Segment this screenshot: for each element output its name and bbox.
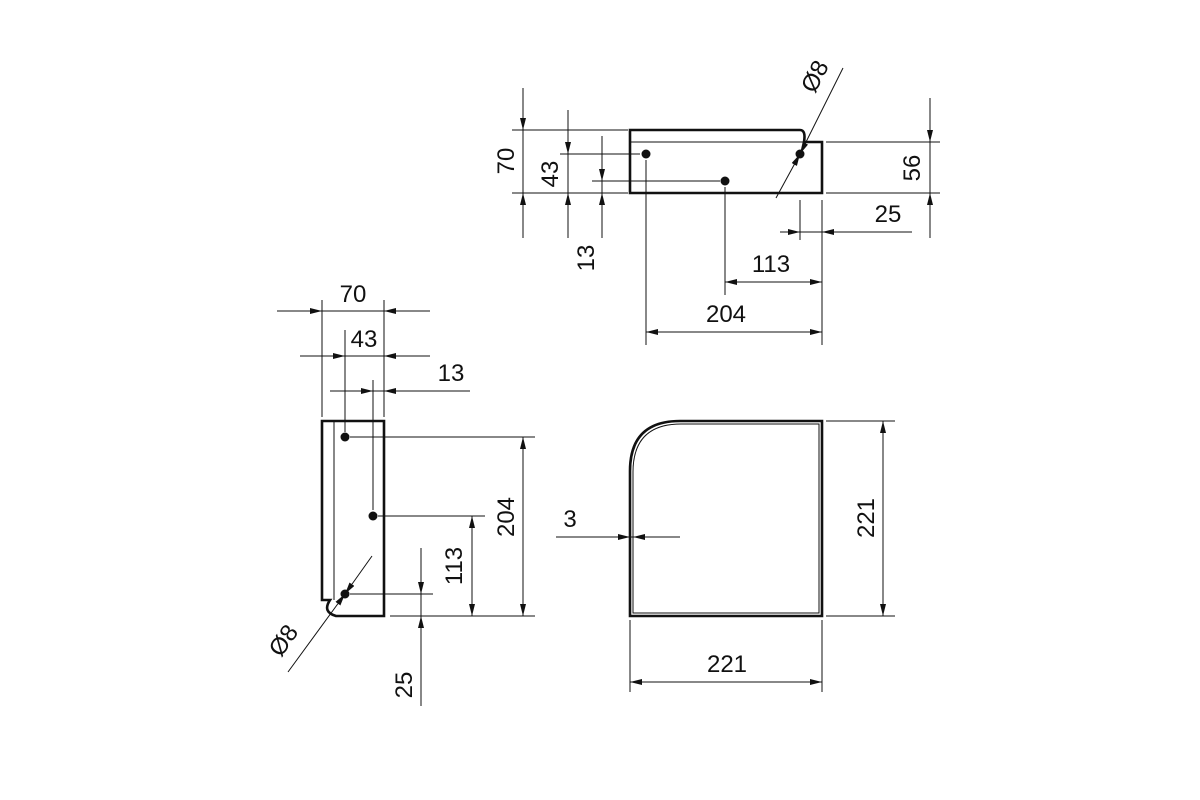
side-view-body <box>320 419 386 618</box>
dim-label-43: 43 <box>537 161 564 188</box>
hole-label: Ø8 <box>264 620 304 662</box>
top-view-body <box>628 128 824 195</box>
front-view-outer <box>628 419 824 618</box>
top-view-hole <box>641 149 651 159</box>
hole-leader <box>344 555 373 595</box>
dim-label-221-height: 221 <box>853 498 880 538</box>
top-view-hole <box>720 176 730 186</box>
dim-label-204: 204 <box>706 301 746 328</box>
side-view-hole <box>340 432 350 442</box>
dim-label-113: 113 <box>752 251 790 278</box>
top-view: 70 43 13 56 25 113 204 Ø8 <box>493 56 940 345</box>
side-view-hole <box>368 511 378 521</box>
hole-leader <box>775 153 801 199</box>
dim-label-13: 13 <box>573 245 600 272</box>
hole-leader <box>287 593 346 673</box>
dim-label-25: 25 <box>391 672 418 699</box>
dim-label-204: 204 <box>493 497 520 537</box>
dim-label-70: 70 <box>340 281 367 308</box>
side-view: 70 43 13 204 113 25 Ø8 <box>264 281 535 706</box>
hole-label: Ø8 <box>796 56 835 97</box>
dim-label-43: 43 <box>351 326 378 353</box>
front-view-inner <box>632 423 820 614</box>
dim-label-70: 70 <box>493 148 520 175</box>
dim-label-3: 3 <box>563 506 576 533</box>
dim-label-13: 13 <box>438 360 465 387</box>
dim-label-113: 113 <box>441 547 468 585</box>
front-view: 221 221 3 <box>556 419 895 692</box>
hole-leader <box>799 67 844 155</box>
dim-label-56: 56 <box>899 155 926 182</box>
dim-label-221-width: 221 <box>707 651 747 678</box>
dim-label-25: 25 <box>875 201 902 228</box>
